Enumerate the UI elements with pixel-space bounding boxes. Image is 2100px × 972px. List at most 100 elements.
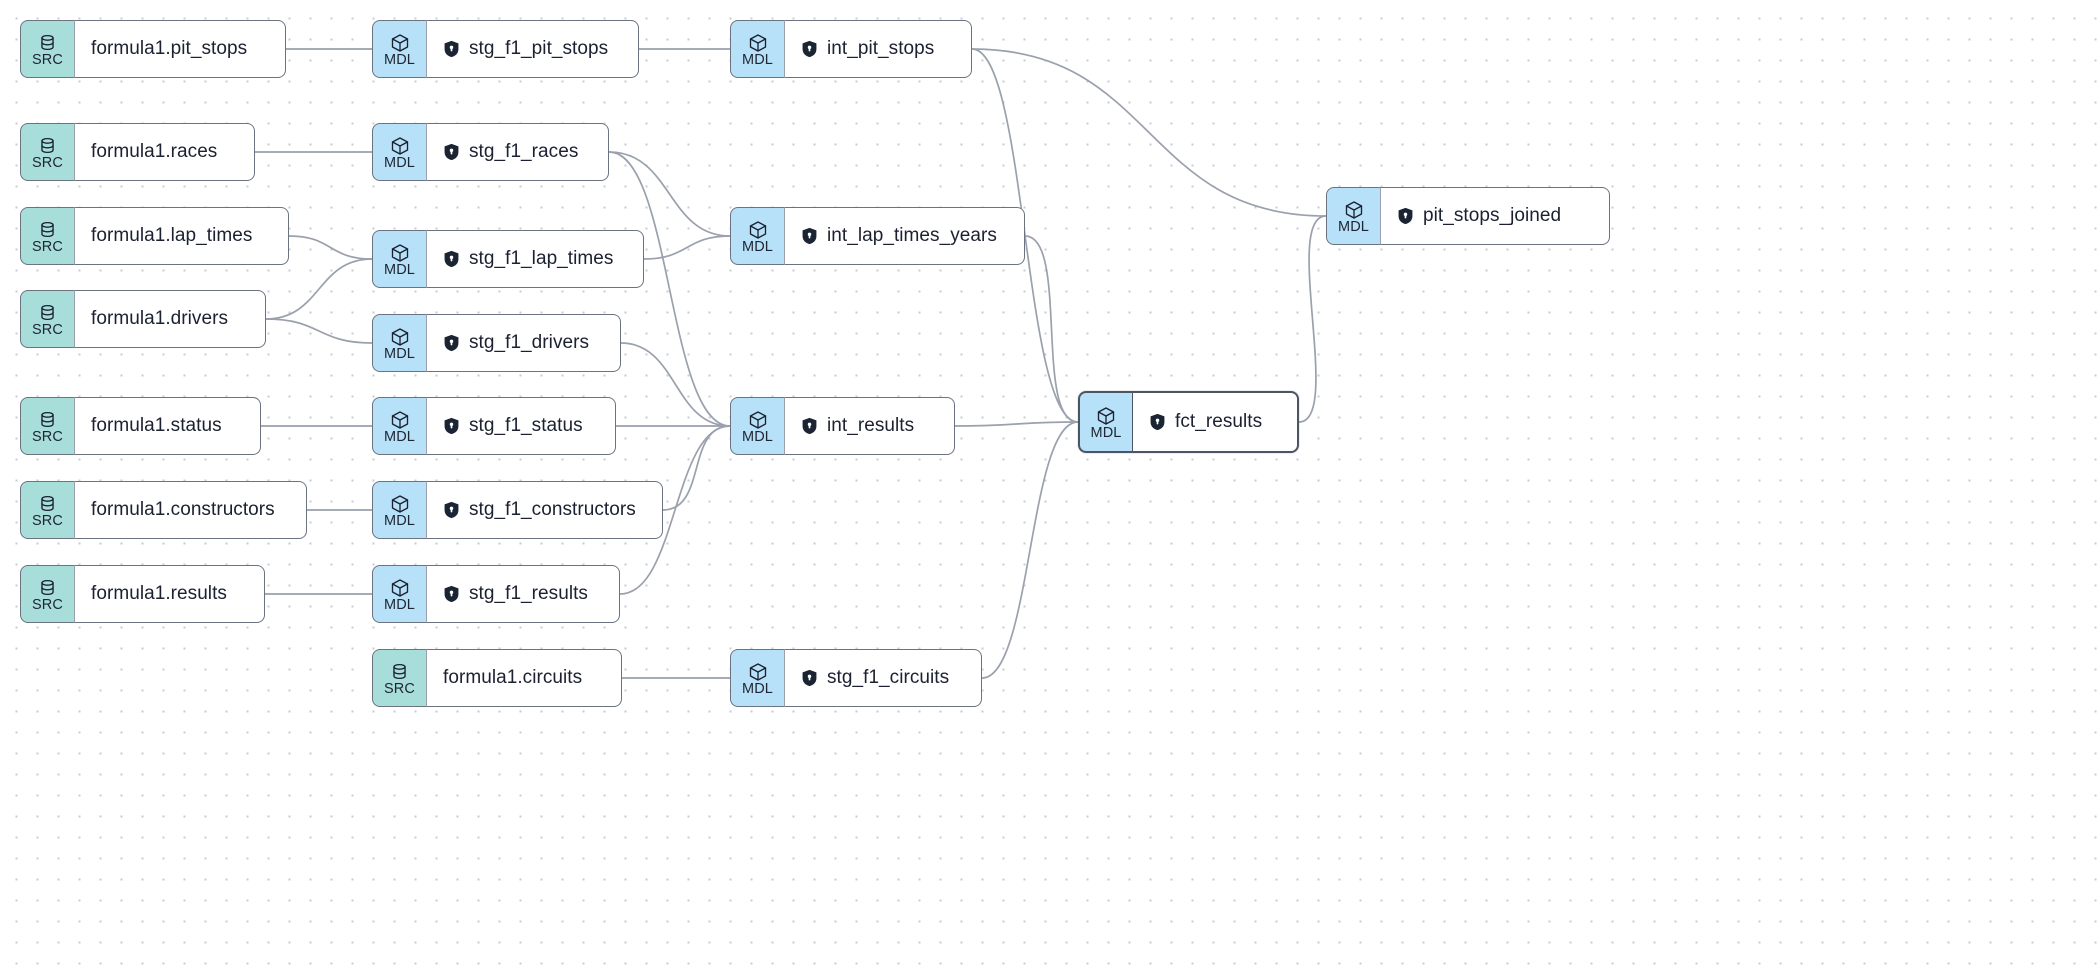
node-body[interactable]: int_pit_stops	[784, 20, 972, 78]
cube-icon	[390, 243, 410, 262]
node-type-label: SRC	[32, 239, 63, 255]
cube-icon	[748, 33, 768, 52]
shield-lock-icon	[1149, 413, 1166, 431]
node-type-label: MDL	[384, 513, 415, 529]
graph-node-int_lap_times_years[interactable]: MDL int_lap_times_years	[730, 207, 1025, 265]
node-label: formula1.status	[91, 415, 222, 436]
node-type-label: MDL	[384, 597, 415, 613]
shield-lock-icon	[443, 334, 460, 352]
graph-node-stg_races[interactable]: MDL stg_f1_races	[372, 123, 609, 181]
graph-edge-fct_results-to-pit_stops_joined	[1298, 215, 1327, 423]
node-body[interactable]: pit_stops_joined	[1380, 187, 1610, 245]
node-body[interactable]: formula1.status	[74, 397, 261, 455]
node-body[interactable]: formula1.races	[74, 123, 255, 181]
node-body[interactable]: stg_f1_circuits	[784, 649, 982, 707]
database-icon	[38, 410, 57, 429]
node-body[interactable]: formula1.circuits	[426, 649, 622, 707]
node-body[interactable]: stg_f1_pit_stops	[426, 20, 639, 78]
shield-lock-icon	[801, 227, 818, 245]
graph-node-stg_results[interactable]: MDL stg_f1_results	[372, 565, 620, 623]
node-label: stg_f1_lap_times	[469, 248, 614, 269]
node-type-label: MDL	[384, 52, 415, 68]
graph-node-stg_lap_times[interactable]: MDL stg_f1_lap_times	[372, 230, 644, 288]
node-type-badge-mdl: MDL	[372, 230, 426, 288]
graph-edge-src_drivers-to-stg_drivers	[265, 318, 373, 344]
node-body[interactable]: fct_results	[1132, 391, 1299, 453]
node-type-badge-mdl: MDL	[730, 20, 784, 78]
node-body[interactable]: int_results	[784, 397, 955, 455]
graph-node-src_circuits[interactable]: SRC formula1.circuits	[372, 649, 622, 707]
node-type-badge-mdl: MDL	[372, 20, 426, 78]
graph-node-stg_constructors[interactable]: MDL stg_f1_constructors	[372, 481, 663, 539]
database-icon	[38, 494, 57, 513]
graph-edge-stg_constructors-to-int_results	[662, 425, 731, 511]
node-type-badge-src: SRC	[20, 123, 74, 181]
node-type-label: MDL	[384, 155, 415, 171]
shield-lock-icon	[1397, 207, 1414, 225]
node-body[interactable]: formula1.constructors	[74, 481, 307, 539]
graph-node-stg_status[interactable]: MDL stg_f1_status	[372, 397, 616, 455]
node-label: int_lap_times_years	[827, 225, 997, 246]
graph-node-src_status[interactable]: SRC formula1.status	[20, 397, 261, 455]
node-type-badge-mdl: MDL	[372, 565, 426, 623]
graph-edge-src_lap_times-to-stg_lap_times	[288, 235, 373, 260]
cube-icon	[390, 136, 410, 155]
node-type-badge-mdl: MDL	[372, 481, 426, 539]
node-body[interactable]: stg_f1_results	[426, 565, 620, 623]
node-body[interactable]: stg_f1_drivers	[426, 314, 621, 372]
graph-node-int_pit_stops[interactable]: MDL int_pit_stops	[730, 20, 972, 78]
node-body[interactable]: stg_f1_lap_times	[426, 230, 644, 288]
node-type-badge-src: SRC	[20, 565, 74, 623]
node-body[interactable]: stg_f1_constructors	[426, 481, 663, 539]
graph-node-pit_stops_joined[interactable]: MDL pit_stops_joined	[1326, 187, 1610, 245]
shield-lock-icon	[443, 501, 460, 519]
graph-edge-stg_races-to-int_lap_times_years	[608, 151, 731, 237]
node-label: fct_results	[1175, 411, 1263, 432]
database-icon	[38, 578, 57, 597]
node-body[interactable]: formula1.pit_stops	[74, 20, 286, 78]
node-label: int_pit_stops	[827, 38, 935, 59]
node-type-label: SRC	[384, 681, 415, 697]
node-label: int_results	[827, 415, 915, 436]
node-body[interactable]: stg_f1_races	[426, 123, 609, 181]
node-body[interactable]: int_lap_times_years	[784, 207, 1025, 265]
node-type-badge-src: SRC	[20, 207, 74, 265]
node-label: stg_f1_results	[469, 583, 588, 604]
database-icon	[38, 220, 57, 239]
node-type-label: SRC	[32, 429, 63, 445]
node-body[interactable]: stg_f1_status	[426, 397, 616, 455]
node-label: formula1.drivers	[91, 308, 229, 329]
node-body[interactable]: formula1.drivers	[74, 290, 266, 348]
node-type-label: SRC	[32, 155, 63, 171]
node-label: formula1.circuits	[443, 667, 583, 688]
cube-icon	[390, 578, 410, 597]
node-label: pit_stops_joined	[1423, 205, 1562, 226]
node-type-label: MDL	[742, 239, 773, 255]
node-body[interactable]: formula1.results	[74, 565, 265, 623]
node-type-badge-mdl: MDL	[1326, 187, 1380, 245]
cube-icon	[748, 220, 768, 239]
node-type-badge-src: SRC	[20, 397, 74, 455]
shield-lock-icon	[801, 669, 818, 687]
graph-node-stg_pit_stops[interactable]: MDL stg_f1_pit_stops	[372, 20, 639, 78]
cube-icon	[390, 327, 410, 346]
node-label: stg_f1_pit_stops	[469, 38, 609, 59]
cube-icon	[1344, 200, 1364, 219]
node-type-label: MDL	[742, 52, 773, 68]
node-type-label: MDL	[1338, 219, 1369, 235]
node-body[interactable]: formula1.lap_times	[74, 207, 289, 265]
graph-node-src_races[interactable]: SRC formula1.races	[20, 123, 255, 181]
node-type-label: MDL	[384, 429, 415, 445]
node-type-label: MDL	[384, 262, 415, 278]
graph-node-src_lap_times[interactable]: SRC formula1.lap_times	[20, 207, 289, 265]
